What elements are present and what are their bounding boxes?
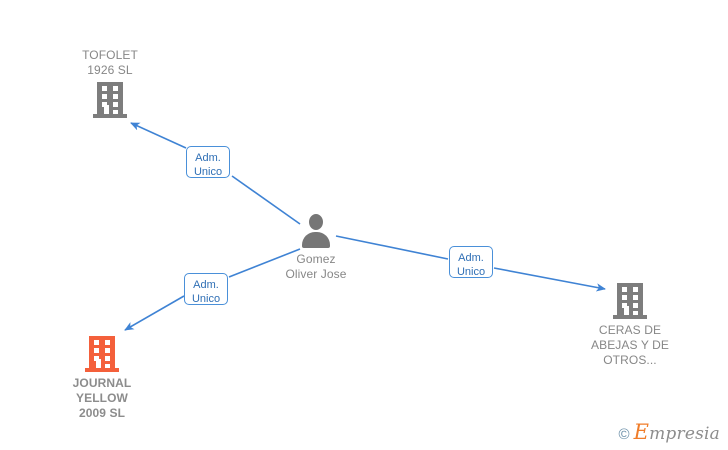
watermark-empresia: © Empresia [619, 420, 720, 444]
edge-line-ceras [335, 235, 606, 292]
brand-rest: mpresia [649, 424, 720, 444]
brand-name: Empresia [634, 420, 720, 444]
node-gomez-oliver-jose[interactable]: Gomez Oliver Jose [241, 214, 391, 282]
edge-line-tofolet [130, 122, 301, 225]
building-icon [93, 82, 127, 118]
node-journal-yellow[interactable]: JOURNAL YELLOW 2009 SL [27, 336, 177, 421]
node-label-gomez: Gomez Oliver Jose [285, 252, 347, 281]
node-label-ceras: CERAS DE ABEJAS Y DE OTROS... [590, 323, 670, 367]
node-label-tofolet: TOFOLET 1926 SL [82, 48, 138, 77]
building-icon [85, 336, 119, 372]
edge-label-journal-yellow[interactable]: Adm. Unico [184, 273, 228, 305]
person-icon [298, 214, 334, 248]
node-tofolet[interactable]: TOFOLET 1926 SL [35, 48, 185, 118]
edge-label-ceras[interactable]: Adm. Unico [449, 246, 493, 278]
copyright-symbol: © [618, 426, 630, 443]
edge-line-journal-yellow [124, 248, 301, 331]
brand-initial: E [633, 420, 650, 444]
building-icon [613, 283, 647, 319]
edge-label-tofolet[interactable]: Adm. Unico [186, 146, 230, 178]
node-ceras-de-abejas[interactable]: CERAS DE ABEJAS Y DE OTROS... [555, 283, 705, 368]
node-label-journal-yellow: JOURNAL YELLOW 2009 SL [72, 376, 132, 420]
